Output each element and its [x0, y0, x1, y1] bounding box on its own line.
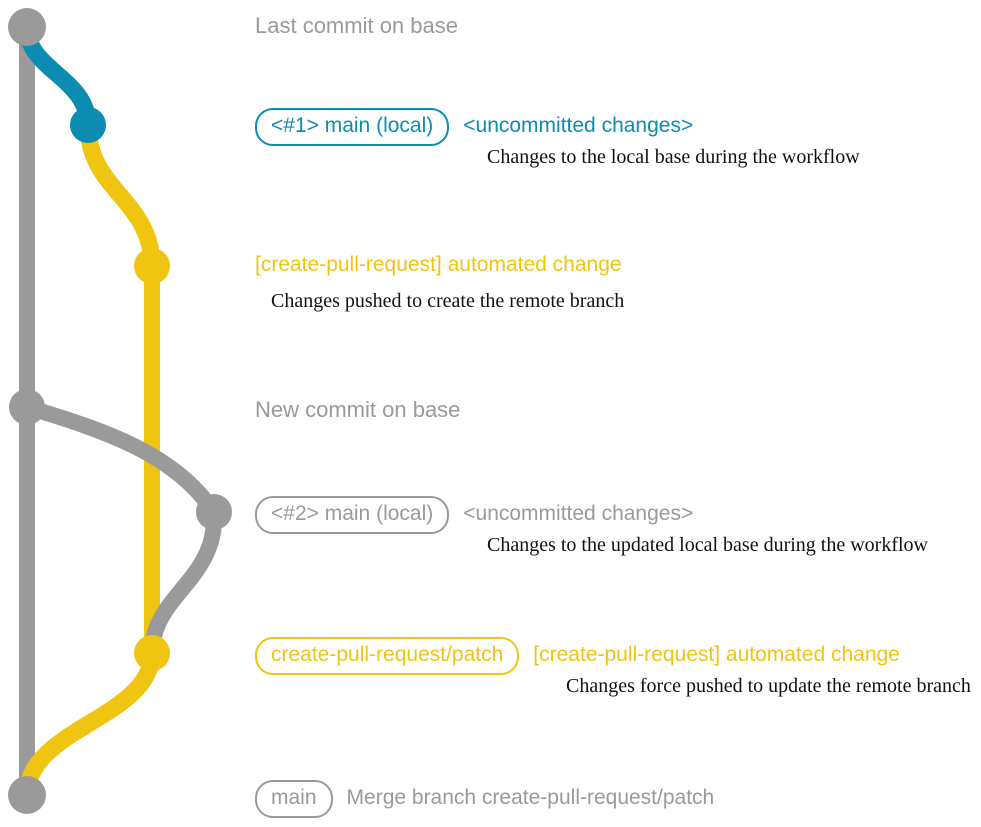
- commit-heading-base-last: Last commit on base: [255, 13, 458, 38]
- commit-row-patch-2: create-pull-request/patch [create-pull-r…: [255, 637, 900, 675]
- edge-patch-2-to-base-merge: [18, 644, 161, 804]
- commit-row-local-2: <#2> main (local) <uncommitted changes>: [255, 496, 693, 534]
- ref-tag-main-local-2[interactable]: <#2> main (local): [255, 496, 450, 534]
- commit-note-local-2: Changes to the updated local base during…: [487, 534, 928, 556]
- commit-node-local-1[interactable]: [70, 107, 106, 143]
- edge-base-new-to-local-2: [19, 399, 222, 520]
- commit-subject-local-2: <uncommitted changes>: [463, 502, 694, 525]
- commit-subject-local-1: <uncommitted changes>: [463, 114, 694, 137]
- commit-row-local-1: <#1> main (local) <uncommitted changes>: [255, 108, 693, 146]
- commit-node-base-last[interactable]: [8, 8, 46, 46]
- commit-note-patch-1: Changes pushed to create the remote bran…: [271, 290, 625, 312]
- commit-subject-base-merge: Merge branch create-pull-request/patch: [346, 786, 715, 809]
- ref-tag-main[interactable]: main: [255, 780, 333, 818]
- commit-subject-patch-1: [create-pull-request] automated change: [255, 253, 622, 276]
- commit-node-base-merge[interactable]: [8, 776, 46, 814]
- commit-node-patch-2[interactable]: [134, 635, 170, 671]
- commit-row-patch-1: [create-pull-request] automated change: [255, 253, 622, 277]
- commit-note-patch-2: Changes force pushed to update the remot…: [566, 675, 971, 697]
- commit-node-patch-1[interactable]: [134, 248, 170, 284]
- ref-tag-main-local-1[interactable]: <#1> main (local): [255, 108, 450, 146]
- commit-node-local-2[interactable]: [196, 494, 232, 530]
- commit-node-base-new[interactable]: [9, 389, 45, 425]
- commit-row-base-merge: main Merge branch create-pull-request/pa…: [255, 780, 714, 818]
- edge-local-2-to-patch-2: [144, 504, 223, 661]
- ref-tag-create-pull-request-patch[interactable]: create-pull-request/patch: [255, 637, 520, 675]
- commit-subject-patch-2: [create-pull-request] automated change: [533, 643, 900, 666]
- commit-heading-base-new: New commit on base: [255, 397, 461, 422]
- commit-note-local-1: Changes to the local base during the wor…: [487, 146, 860, 168]
- edge-local-1-to-patch-1: [79, 116, 161, 275]
